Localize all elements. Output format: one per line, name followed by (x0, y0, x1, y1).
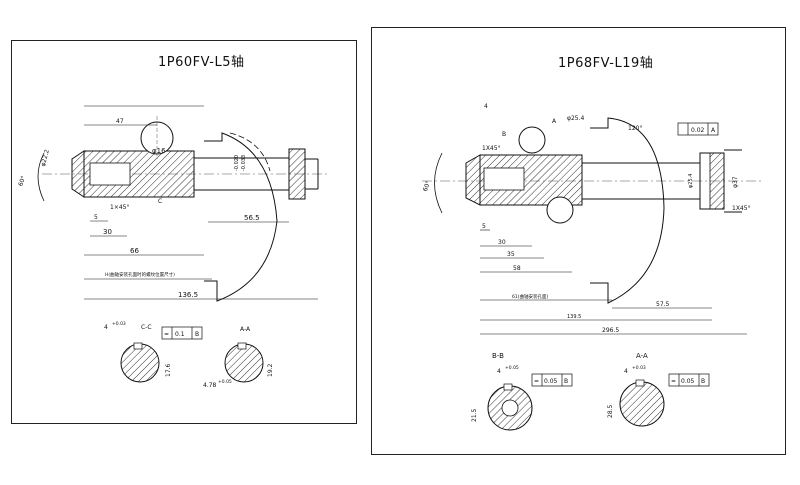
keyway-circle-right-bottom (546, 196, 574, 224)
chamfer-right: 1X45° (482, 145, 501, 152)
chamfer2-right: 1X45° (732, 205, 751, 212)
len5-right: 5 (482, 223, 486, 230)
aa-left-width-label: 4.78 (203, 382, 217, 389)
cc-geo-val: 0.1 (175, 331, 185, 338)
aa-right-geo-val: 0.05 (681, 378, 695, 385)
tol-lower-label: -0.033 (241, 155, 247, 171)
angle-60-right: 60° (422, 180, 432, 192)
cc-depth-label: 17.6 (165, 363, 172, 377)
phi37-label: φ37 (732, 176, 739, 188)
crank-web-outline-right (590, 117, 665, 304)
keyway-circle-right-top (518, 126, 546, 154)
len139-right: 139.5 (567, 314, 581, 320)
tapped-hole-right (483, 167, 525, 191)
len58-right: 58 (513, 265, 521, 272)
phi16-label: φ16 (152, 147, 166, 155)
phi25-label: φ25.4 (567, 115, 585, 122)
len35-right: 35 (507, 251, 515, 258)
taper-end (71, 150, 85, 198)
note-label: H(曲轴安装孔面时的螺纹位置尺寸) (105, 271, 175, 278)
bb-geo-sym: = (534, 378, 539, 385)
aa-right-tol-label: +0.03 (632, 365, 646, 371)
aa-left-section-title: A-A (240, 326, 251, 333)
sec-a-label: A (552, 118, 557, 125)
aa-right-geo-sym: = (671, 378, 676, 385)
cc-width-label: 4 (104, 324, 108, 331)
phi22-label: φ22.2 (40, 149, 51, 168)
drawing-sheet-left: 1P60FV-L5轴 60° φ22.2 (11, 40, 357, 424)
bb-tol-label: +0.05 (505, 365, 519, 371)
bb-depth-label: 21.5 (471, 408, 478, 422)
right-sheet-title: 1P68FV-L19轴 (558, 56, 654, 71)
aa-right-width-label: 4 (624, 368, 628, 375)
right-shaft-drawing: 60° 120° 4 φ25.4 B A 1X45° 1X45° φ37 φ25… (422, 103, 762, 431)
cc-keyway (133, 342, 143, 350)
angle-60-label: 60° (17, 175, 27, 187)
cc-geo-sym: = (164, 331, 169, 338)
len30-right: 30 (498, 239, 506, 246)
aa-right-section-title: A-A (636, 352, 648, 360)
sec-c-label: C (158, 198, 162, 205)
aa-left-depth-label: 19.2 (267, 363, 274, 377)
sec-b-label: B (502, 131, 506, 138)
cc-geo-ref: B (195, 331, 199, 338)
tol-upper-label: -0.020 (234, 155, 240, 171)
left-shaft-drawing: 60° φ22.2 47 φ16 -0.020 -0.033 5 1×45° C… (17, 105, 327, 389)
len30-label: 30 (103, 228, 112, 236)
drawing-sheet-right: 1P68FV-L19轴 60° 120° 4 φ25.4 B A 1 (371, 27, 786, 455)
crank-web-outline (204, 132, 278, 302)
len47-label: 47 (116, 118, 124, 125)
cc-section-title: C-C (141, 324, 152, 331)
len5-label: 5 (94, 214, 98, 221)
runout-val: 0.02 (691, 127, 705, 134)
left-sheet-title: 1P60FV-L5轴 (158, 55, 245, 70)
flange (288, 148, 306, 200)
angle-120-label: 120° (628, 125, 642, 132)
phi25b-label: φ25.4 (688, 174, 694, 188)
len4-right: 4 (484, 103, 488, 110)
bb-section-title: B-B (492, 352, 504, 360)
aa-left-section-circle (224, 343, 264, 383)
runout-ref: A (711, 127, 716, 134)
cc-section-circle (120, 343, 160, 383)
aa-right-geo-ref: B (701, 378, 705, 385)
aa-left-tol-label: +0.05 (218, 379, 232, 385)
angle-arc (37, 152, 45, 202)
bb-geo-ref: B (564, 378, 568, 385)
chamfer-label: 1×45° (110, 204, 129, 211)
tapped-hole (89, 162, 131, 186)
len136-label: 136.5 (178, 291, 198, 299)
bb-width-label: 4 (497, 368, 501, 375)
aa-right-section-circle (619, 381, 665, 427)
aa-right-depth-label: 28.5 (607, 404, 614, 418)
len61-right: 61(曲轴安装孔面) (512, 293, 548, 300)
bb-geo-val: 0.05 (544, 378, 558, 385)
aa-left-keyway (237, 342, 247, 350)
len575-right: 57.5 (656, 301, 670, 308)
cc-tol-label: +0.03 (112, 321, 126, 327)
len56-label: 56.5 (244, 214, 260, 222)
len66-label: 66 (130, 247, 139, 255)
len296-right: 296.5 (602, 327, 619, 334)
